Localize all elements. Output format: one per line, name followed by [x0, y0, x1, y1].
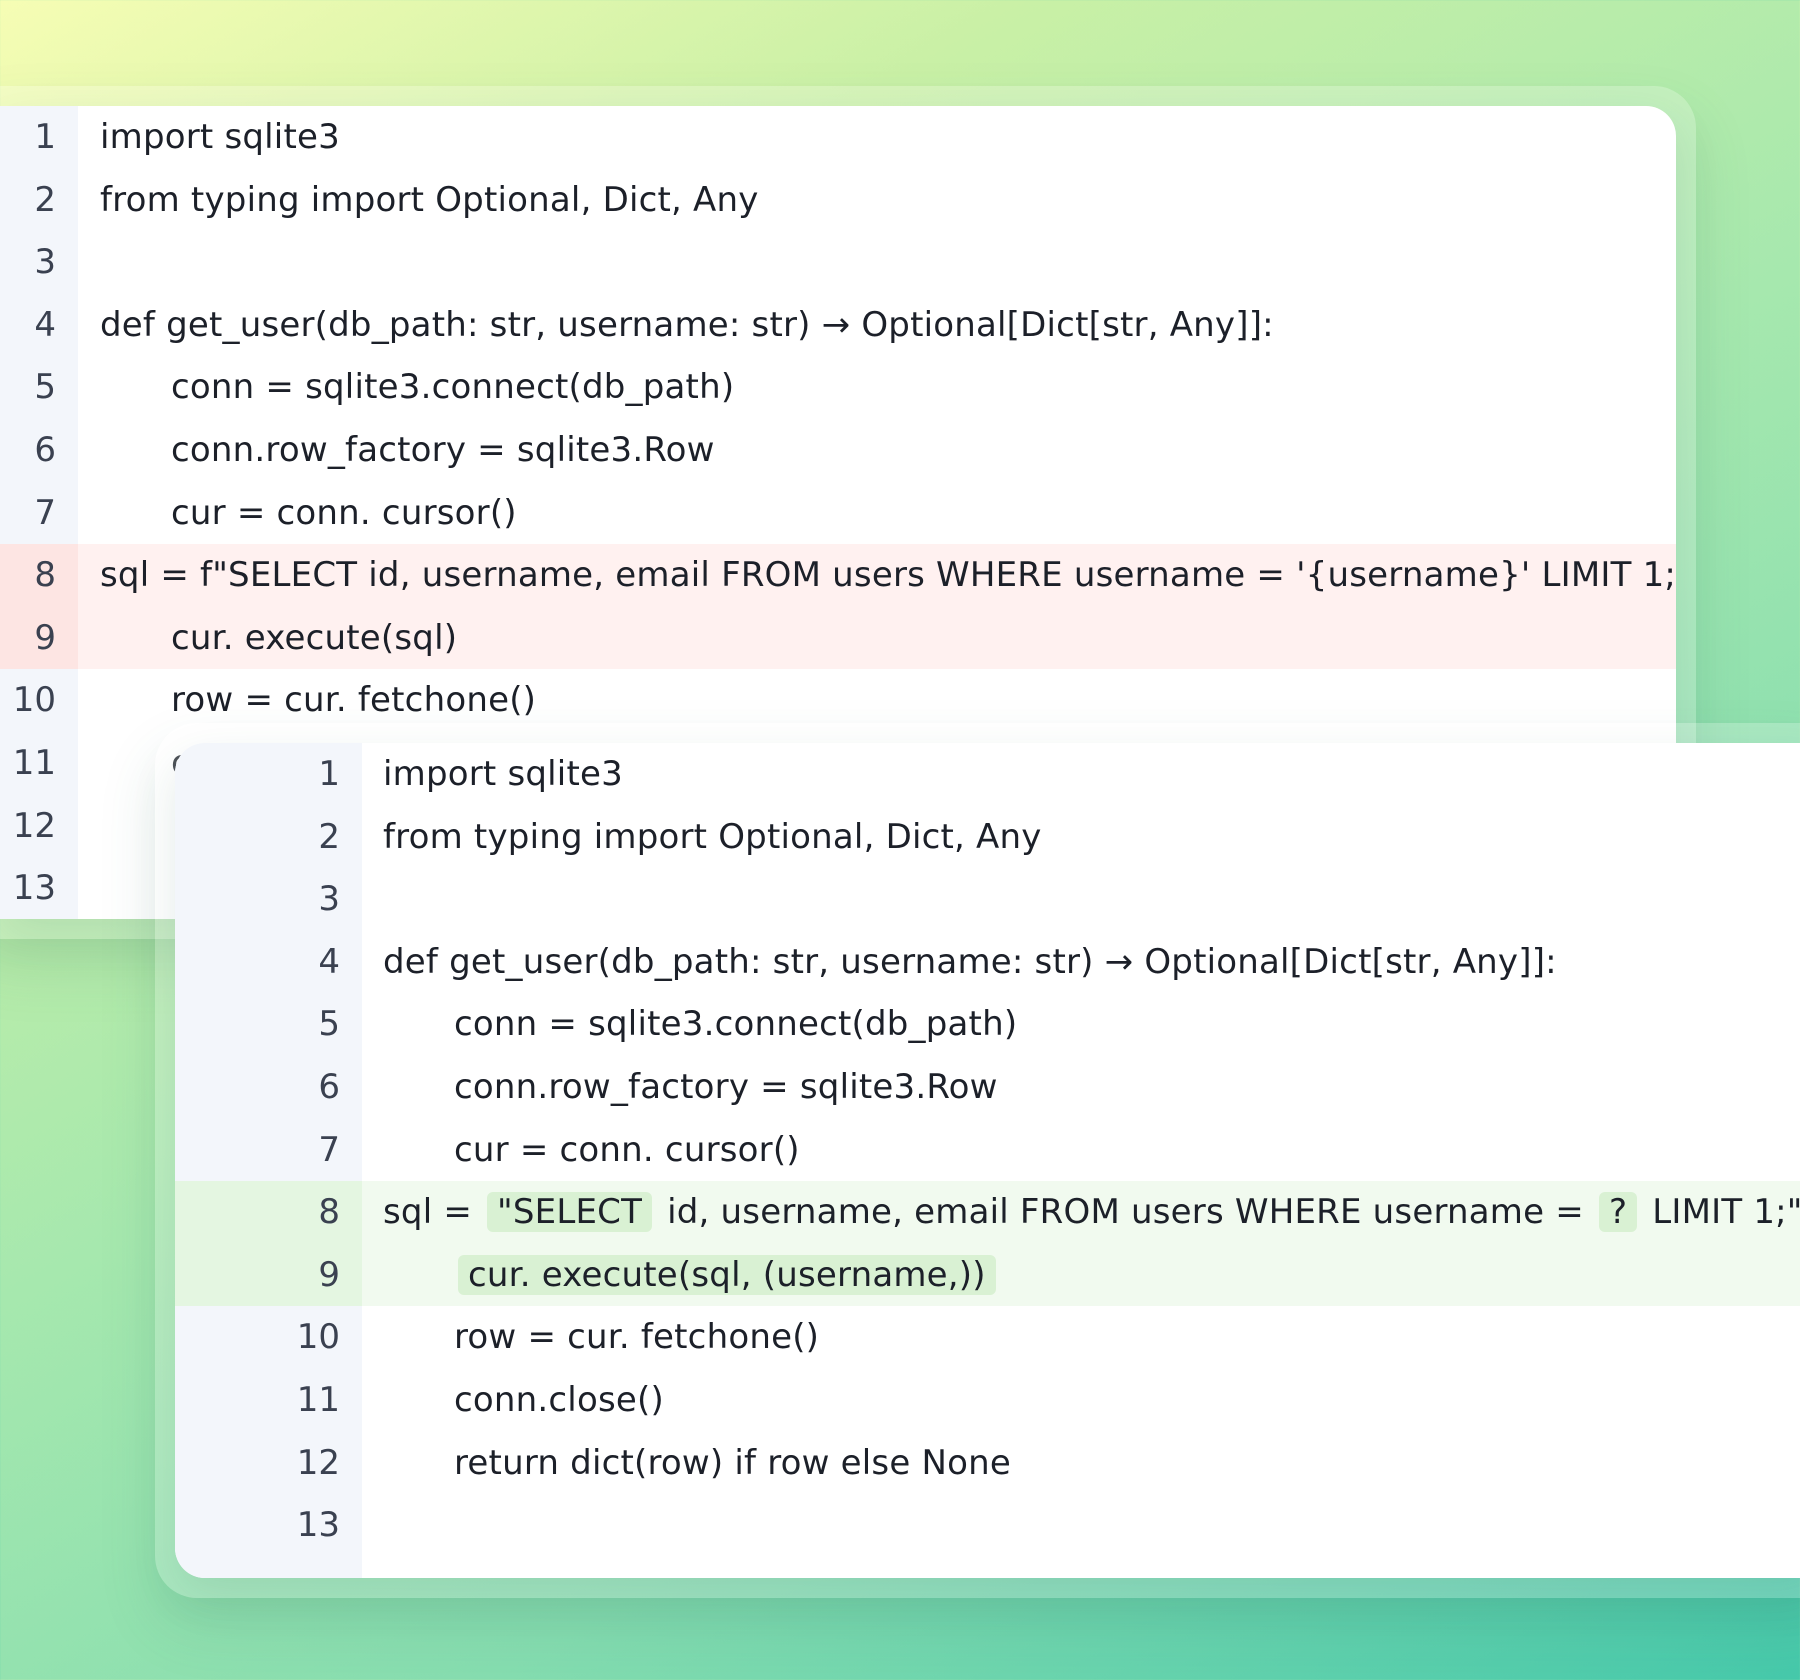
line-number: 2 — [318, 816, 340, 857]
line-number: 8 — [175, 1181, 362, 1244]
line-number: 4 — [318, 941, 340, 982]
code-text: sql = f"SELECT id, username, email FROM … — [100, 555, 1676, 596]
code-change-highlight: cur. execute(sql, (username,)) — [458, 1254, 996, 1295]
line-number: 8 — [0, 544, 78, 607]
fixed-code-editor: 1 import sqlite3 2 from typing import Optio… — [175, 743, 1800, 1578]
line-number-gutter — [0, 106, 78, 919]
code-line: 4 def get_user(db_path: str, username: st… — [175, 931, 1800, 994]
code-line: 9 cur. execute(sql) — [0, 606, 1676, 670]
code-line: 2 from typing import Optional, Dict, Any — [175, 806, 1800, 869]
line-number: 6 — [34, 429, 56, 470]
code-line: 9 cur. execute(sql, (username,)) — [175, 1243, 1800, 1307]
code-text: cur. execute(sql) — [171, 617, 458, 658]
line-number: 1 — [318, 754, 340, 794]
code-text: import sqlite3 — [100, 117, 340, 157]
code-text: import sqlite3 — [383, 754, 623, 794]
code-segment: id, username, email FROM users WHERE use… — [656, 1192, 1595, 1233]
code-segment: sql = — [383, 1192, 484, 1233]
line-number: 13 — [12, 868, 56, 909]
code-line: 10 row = cur. fetchone() — [0, 669, 1676, 732]
code-line: 10 row = cur. fetchone() — [175, 1306, 1800, 1369]
code-line: 6 conn.row_factory = sqlite3.Row — [0, 419, 1676, 482]
code-line: 13 — [175, 1494, 1800, 1557]
code-line: 6 conn.row_factory = sqlite3.Row — [175, 1056, 1800, 1119]
code-change-highlight: "SELECT — [487, 1192, 653, 1233]
line-number: 11 — [12, 742, 56, 783]
code-line: 5 conn = sqlite3.connect(db_path) — [175, 993, 1800, 1056]
code-text: conn = sqlite3.connect(db_path) — [454, 1004, 1018, 1045]
code-text: conn = sqlite3.connect(db_path) — [171, 367, 735, 408]
code-text: cur. execute(sql, (username,)) — [454, 1244, 1000, 1307]
line-number-gutter — [175, 743, 362, 1578]
code-segment: LIMIT 1;" — [1641, 1192, 1800, 1233]
line-number: 12 — [12, 805, 56, 846]
code-line: 8 sql = "SELECT id, username, email FROM … — [175, 1181, 1800, 1244]
code-line: 7 cur = conn. cursor() — [175, 1119, 1800, 1182]
line-number: 1 — [34, 117, 56, 157]
code-lines: 1 import sqlite3 2 from typing import Optio… — [0, 106, 1676, 919]
code-line: 2 from typing import Optional, Dict, Any — [0, 169, 1676, 232]
code-text: cur = conn. cursor() — [171, 492, 517, 533]
code-text: conn.row_factory = sqlite3.Row — [171, 429, 715, 470]
vulnerable-code-editor: 1 import sqlite3 2 from typing import Optio… — [0, 106, 1676, 919]
code-line: 3 — [0, 231, 1676, 294]
code-line: 1 import sqlite3 — [0, 106, 1676, 169]
code-line: 1 import sqlite3 — [175, 743, 1800, 806]
line-number: 12 — [296, 1442, 340, 1483]
code-text: from typing import Optional, Dict, Any — [100, 179, 759, 220]
code-line: 5 conn = sqlite3.connect(db_path) — [0, 356, 1676, 419]
line-number: 7 — [34, 492, 56, 533]
line-number: 5 — [318, 1004, 340, 1045]
line-number: 5 — [34, 367, 56, 408]
line-number: 10 — [296, 1317, 340, 1358]
code-line: 7 cur = conn. cursor() — [0, 482, 1676, 545]
code-line: 13 — [0, 857, 1676, 919]
code-text: cur = conn. cursor() — [454, 1129, 800, 1170]
line-number: 2 — [34, 179, 56, 220]
code-line: 3 — [175, 868, 1800, 931]
code-line: 4 def get_user(db_path: str, username: st… — [0, 294, 1676, 357]
line-number: 3 — [34, 242, 56, 283]
line-number: 7 — [318, 1129, 340, 1170]
line-number: 13 — [296, 1505, 340, 1546]
line-number: 9 — [175, 1243, 362, 1307]
line-number: 9 — [0, 606, 78, 670]
code-line: 12 — [0, 795, 1676, 858]
line-number: 4 — [34, 304, 56, 345]
line-number: 10 — [12, 680, 56, 721]
code-line: 8 sql = f"SELECT id, username, email FROM… — [0, 544, 1676, 607]
code-text: row = cur. fetchone() — [171, 680, 537, 721]
line-number: 3 — [318, 879, 340, 920]
code-text: conn.row_factory = sqlite3.Row — [454, 1066, 998, 1107]
code-text: conn.close() — [454, 1379, 664, 1420]
code-change-highlight: ? — [1598, 1192, 1638, 1233]
code-text: def get_user(db_path: str, username: str… — [100, 304, 1274, 345]
line-number: 6 — [318, 1066, 340, 1107]
code-lines: 1 import sqlite3 2 from typing import Optio… — [175, 743, 1800, 1557]
code-line: 11 conn.close() — [175, 1369, 1800, 1432]
code-text: def get_user(db_path: str, username: str… — [383, 941, 1557, 982]
code-line: 12 return dict(row) if row else None — [175, 1432, 1800, 1495]
code-text: return dict(row) if row else None — [454, 1442, 1011, 1483]
line-number: 11 — [296, 1379, 340, 1420]
code-text: from typing import Optional, Dict, Any — [383, 816, 1042, 857]
code-text: sql = "SELECT id, username, email FROM u… — [383, 1181, 1800, 1244]
code-text: row = cur. fetchone() — [454, 1317, 820, 1358]
